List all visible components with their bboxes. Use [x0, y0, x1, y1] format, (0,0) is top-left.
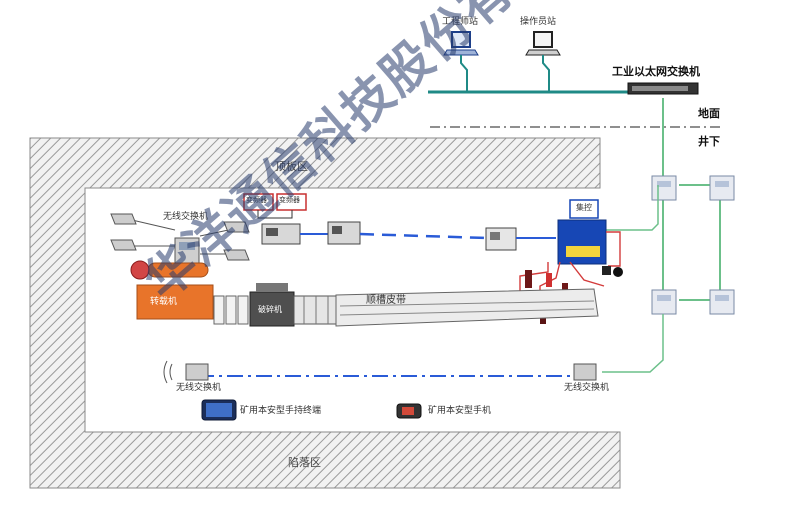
- workstation-link-right: [542, 55, 550, 92]
- inverter-bracket: [257, 210, 293, 219]
- underground-label: 井下: [698, 135, 720, 148]
- goaf-area-label: 陷落区: [288, 456, 321, 469]
- wireless-ap-3[interactable]: [223, 221, 250, 233]
- wireless-ap-2[interactable]: [110, 239, 137, 251]
- relay-unit[interactable]: [485, 227, 517, 251]
- orange-loader[interactable]: [130, 260, 214, 320]
- inverter-tag-1-label: 变频器: [246, 196, 267, 204]
- dashed-blue-link-main: [359, 232, 487, 240]
- wireless-switch-top-label: 无线交换机: [163, 212, 209, 222]
- controller-device[interactable]: [557, 199, 607, 265]
- ring-network: [662, 98, 721, 301]
- crusher-label: 破碎机: [258, 305, 282, 314]
- hatched-rock-frame: [29, 137, 621, 489]
- engineering-workstation-icon[interactable]: [443, 31, 479, 56]
- green-link-controller: [606, 185, 659, 231]
- engineering-station-label: 工程师站: [442, 17, 479, 27]
- workstation-link-left: [460, 55, 468, 92]
- link-plates: [213, 295, 249, 325]
- handheld-terminal-label: 矿用本安型手持终端: [240, 406, 322, 416]
- inverter-tag-2-label: 变频器: [279, 196, 300, 204]
- bottom-wireless-switch-right[interactable]: [573, 363, 597, 381]
- green-link-bottom: [602, 314, 664, 373]
- operator-station-label: 操作员站: [520, 17, 557, 27]
- inverter-unit[interactable]: [261, 223, 301, 245]
- belt-label: 顺槽皮带: [366, 295, 406, 306]
- ring-node-4[interactable]: [709, 289, 735, 315]
- wireless-switch-right-label: 无线交换机: [564, 383, 610, 393]
- ethernet-switch-device[interactable]: [627, 82, 699, 95]
- ethernet-switch-label: 工业以太网交换机: [612, 65, 700, 78]
- wireless-ap-4[interactable]: [223, 249, 250, 261]
- belt-conveyor[interactable]: [335, 288, 599, 327]
- surface-label: 地面: [698, 107, 720, 120]
- controller-label: 集控: [576, 203, 592, 212]
- wireless-ap-1[interactable]: [110, 213, 137, 225]
- handheld-terminal-device[interactable]: [201, 399, 237, 421]
- sensor-unit[interactable]: [327, 221, 361, 245]
- ring-node-3[interactable]: [651, 289, 677, 315]
- operator-workstation-icon[interactable]: [525, 31, 561, 56]
- wireless-switch-cluster: [131, 219, 239, 255]
- crusher-machine[interactable]: [249, 283, 337, 327]
- ring-node-2[interactable]: [709, 175, 735, 201]
- mining-phone-label: 矿用本安型手机: [428, 406, 492, 416]
- wireless-switch-left-label: 无线交换机: [176, 383, 222, 393]
- loader-label: 转载机: [150, 297, 178, 307]
- roof-area-label: 顶板区: [275, 160, 308, 173]
- ring-node-1[interactable]: [651, 175, 677, 201]
- mining-phone-device[interactable]: [396, 403, 422, 419]
- bottom-wireless-switch-left[interactable]: [163, 360, 209, 384]
